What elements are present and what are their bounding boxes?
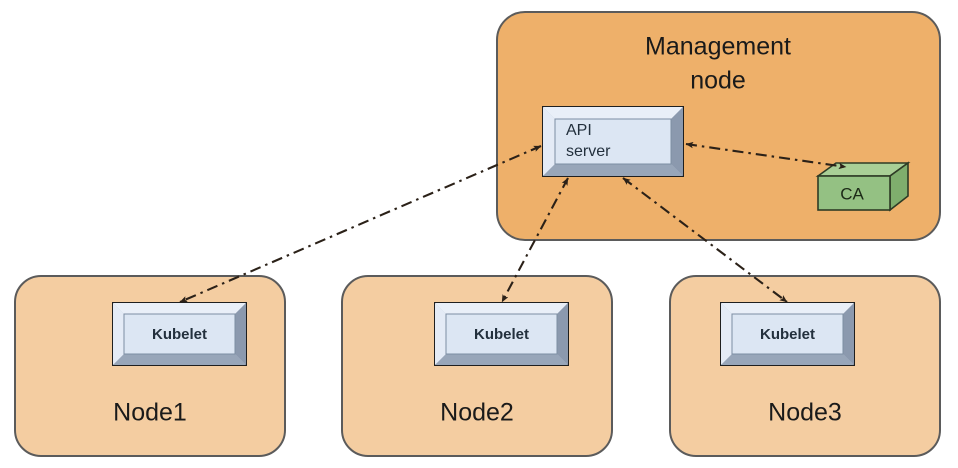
connector-api-to-kubelet1[interactable] xyxy=(179,145,542,303)
connectors-layer xyxy=(179,141,847,303)
kubelet3-bevel-top xyxy=(721,303,854,314)
kubelet3-bevel-left xyxy=(721,303,732,365)
worker-node-node2[interactable]: Node2 Kubelet xyxy=(341,275,613,457)
kubelet2-face xyxy=(445,313,558,355)
worker-node-node3[interactable]: Node3 Kubelet xyxy=(669,275,941,457)
kubelet1-bevel-top xyxy=(113,303,246,314)
api-server-bevel-bottom xyxy=(543,164,683,176)
ca-box[interactable]: CA xyxy=(815,161,911,212)
ca-front-face xyxy=(817,175,891,211)
kubelet2-bevel-left xyxy=(435,303,446,365)
kubelet1-bevel-left xyxy=(113,303,124,365)
api-server-bevel-right xyxy=(671,107,683,176)
management-node-title-line1: Management xyxy=(645,33,791,61)
kubelet3-face xyxy=(731,313,844,355)
kubelet2-bevel-bottom xyxy=(435,354,568,365)
worker-node-node1[interactable]: Node1 Kubelet xyxy=(14,275,286,457)
node1-title: Node1 xyxy=(113,399,187,427)
management-node-title-line2: node xyxy=(690,67,746,95)
kubelet1-bevel-bottom xyxy=(113,354,246,365)
kubelet3-label: Kubelet xyxy=(760,326,815,343)
kubelet2-bevel-right xyxy=(557,303,568,365)
kubelet2-label: Kubelet xyxy=(474,326,529,343)
kubelet1-box[interactable]: Kubelet xyxy=(112,302,247,366)
api-server-label-line2: server xyxy=(566,143,611,160)
node3-title: Node3 xyxy=(768,399,842,427)
api-server-box[interactable]: API server xyxy=(542,106,684,177)
kubelet1-face xyxy=(123,313,236,355)
kubelet2-box[interactable]: Kubelet xyxy=(434,302,569,366)
connector-api-to-kubelet3[interactable] xyxy=(622,177,788,303)
api-server-bevel-top xyxy=(543,107,683,119)
kubelet3-bevel-right xyxy=(843,303,854,365)
kubelet1-bevel-right xyxy=(235,303,246,365)
connector-api-to-ca[interactable] xyxy=(685,141,847,170)
kubelet2-bevel-top xyxy=(435,303,568,314)
node2-title: Node2 xyxy=(440,399,514,427)
ca-label: CA xyxy=(840,184,864,203)
api-server-face xyxy=(554,118,672,165)
api-server-bevel-left xyxy=(543,107,555,176)
kubelet3-bevel-bottom xyxy=(721,354,854,365)
api-server-label-line1: API xyxy=(566,122,592,139)
kubelet3-box[interactable]: Kubelet xyxy=(720,302,855,366)
kubelet1-label: Kubelet xyxy=(152,326,207,343)
